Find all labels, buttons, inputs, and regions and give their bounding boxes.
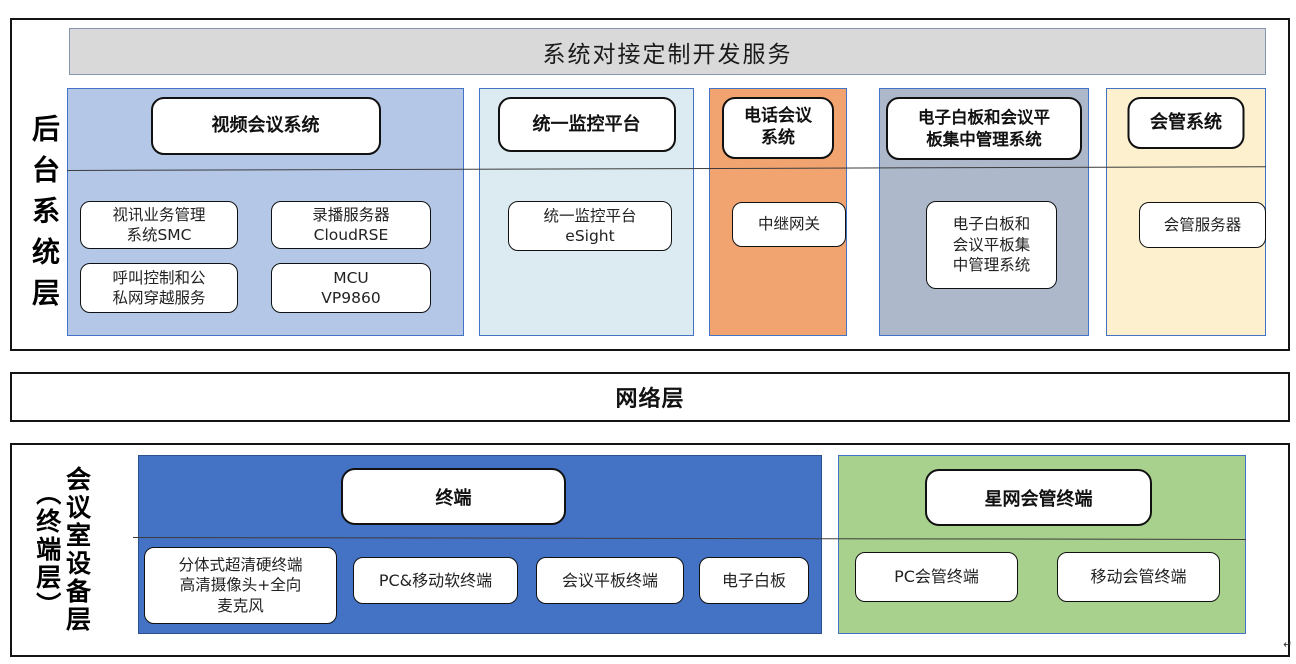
item-box-esight: 统一监控平台 eSight	[508, 201, 672, 251]
backend-layer-section: 系统对接定制开发服务 后台系统层 视频会议系统 视讯业务管理 系统SMC 录播服…	[10, 18, 1290, 351]
item-box-whiteboard-mgmt: 电子白板和 会议平板集 中管理系统	[926, 201, 1057, 289]
item-box-soft-terminal: PC&移动软终端	[353, 557, 518, 604]
integration-service-banner: 系统对接定制开发服务	[69, 28, 1266, 75]
group-header: 终端	[341, 468, 566, 525]
device-layer-section: （终端层） 会议室设备层 终端 分体式超清硬终端 高清摄像头+全向 麦克风 PC…	[10, 443, 1290, 657]
item-box-meeting-server: 会管服务器	[1139, 202, 1266, 248]
column-header: 会管系统	[1127, 97, 1245, 149]
column-whiteboard-management: 电子白板和会议平 板集中管理系统 电子白板和 会议平板集 中管理系统	[879, 88, 1089, 336]
device-layer-side-label: （终端层） 会议室设备层	[32, 459, 92, 641]
backend-layer-side-label: 后台系统层	[28, 114, 61, 319]
column-header: 统一监控平台	[497, 97, 676, 152]
item-box-pc-mgmt-terminal: PC会管终端	[855, 552, 1018, 602]
column-video-conference-system: 视频会议系统 视讯业务管理 系统SMC 录播服务器 CloudRSE 呼叫控制和…	[67, 88, 464, 336]
column-telephone-conference: 电话会议 系统 中继网关	[709, 88, 847, 336]
item-box-mcu: MCU VP9860	[271, 263, 431, 313]
device-side-label-line2: （终端层）	[32, 480, 62, 620]
item-box-cloudrse: 录播服务器 CloudRSE	[271, 201, 431, 249]
column-header: 电子白板和会议平 板集中管理系统	[886, 97, 1082, 160]
group-terminal: 终端 分体式超清硬终端 高清摄像头+全向 麦克风 PC&移动软终端 会议平板终端…	[138, 455, 822, 634]
item-box-hard-terminal: 分体式超清硬终端 高清摄像头+全向 麦克风	[144, 547, 337, 624]
network-layer-label: 网络层	[615, 387, 685, 412]
item-box-mobile-mgmt-terminal: 移动会管终端	[1057, 552, 1220, 602]
device-side-label-line1: 会议室设备层	[62, 466, 92, 634]
column-header: 电话会议 系统	[722, 97, 834, 159]
group-starnet-management-terminal: 星网会管终端 PC会管终端 移动会管终端	[838, 455, 1246, 634]
paragraph-mark-artifact: ↵	[1283, 638, 1293, 651]
group-header: 星网会管终端	[925, 469, 1152, 526]
column-header: 视频会议系统	[150, 97, 381, 155]
item-box-smc: 视讯业务管理 系统SMC	[80, 201, 238, 249]
item-box-panel-terminal: 会议平板终端	[536, 557, 684, 604]
item-box-call-control: 呼叫控制和公 私网穿越服务	[80, 263, 238, 313]
column-unified-monitoring: 统一监控平台 统一监控平台 eSight	[479, 88, 694, 336]
item-box-whiteboard: 电子白板	[699, 557, 809, 604]
network-layer-section: 网络层	[10, 372, 1290, 422]
column-meeting-management: 会管系统 会管服务器	[1106, 88, 1266, 336]
item-box-trunk-gateway: 中继网关	[732, 202, 846, 247]
